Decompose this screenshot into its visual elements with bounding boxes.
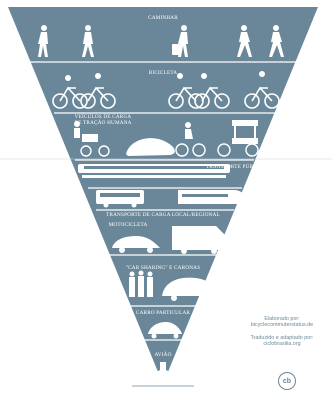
credit-line: ciclobrasilia.org <box>263 341 301 348</box>
level-label-walking: CAMINHAR <box>148 15 178 21</box>
runner-icon <box>237 25 252 57</box>
level-label-private-car: CARRO PARTICULAR <box>136 310 190 316</box>
tier-private-car <box>148 322 182 339</box>
level-label-freight: TRANSPORTE DE CARGA LOCAL/REGIONAL <box>106 212 220 218</box>
tier-dividers <box>30 61 300 341</box>
walker-icon <box>82 25 94 57</box>
bicycle-icon <box>194 73 230 109</box>
level-label-public-transport: TRANSPORTE PÚBLICO <box>206 162 266 170</box>
credit-line: bicyclecommuterstatus.de <box>250 322 314 329</box>
tier-walking <box>38 25 284 57</box>
bicycle-icon <box>168 73 204 109</box>
credit-line: Traduzido e adaptado por: <box>250 334 314 341</box>
airplane-icon <box>148 362 178 387</box>
car-icon <box>162 277 218 301</box>
bicycle-icon <box>175 122 206 157</box>
walker-luggage-icon <box>172 25 188 57</box>
velomobile-icon <box>126 138 175 156</box>
car-icon <box>148 322 182 339</box>
rickshaw-icon <box>217 120 259 157</box>
runner-icon <box>269 25 284 57</box>
cargo-bike-icon <box>74 121 110 157</box>
walker-icon <box>38 25 48 57</box>
level-label-line: DE TRAÇÃO HUMANA <box>74 118 131 126</box>
bicycle-icon <box>80 73 116 109</box>
logo-text: cb <box>282 377 292 385</box>
van-icon <box>172 226 226 254</box>
level-label-line: VEÍCULOS DE CARGA <box>75 112 132 120</box>
credit-block: Elaborado por: bicyclecommuterstatus.de … <box>240 316 324 348</box>
bicycle-icon <box>52 75 88 109</box>
level-label-airplane: AVIÃO <box>154 350 171 358</box>
level-label-bicycle: BICICLETA <box>149 70 178 76</box>
tier-car-sharing <box>129 270 218 301</box>
ciclobrasilia-logo: cb <box>278 372 296 390</box>
level-label-motorcycle: MOTOCICLETA <box>109 222 148 228</box>
tier-bicycles <box>52 71 280 109</box>
bicycle-icon <box>244 71 280 109</box>
group-people-icon <box>129 270 153 297</box>
level-label-car-sharing: "CAR SHARING" E CARONAS <box>126 265 200 271</box>
vehicle-windows <box>84 166 228 197</box>
pyramid-shape <box>8 7 318 384</box>
small-car-icon <box>112 236 160 253</box>
credit-line: Elaborado por: <box>264 316 300 322</box>
tier-motorcycle <box>112 226 226 254</box>
tier-cargo-bikes <box>74 120 259 157</box>
